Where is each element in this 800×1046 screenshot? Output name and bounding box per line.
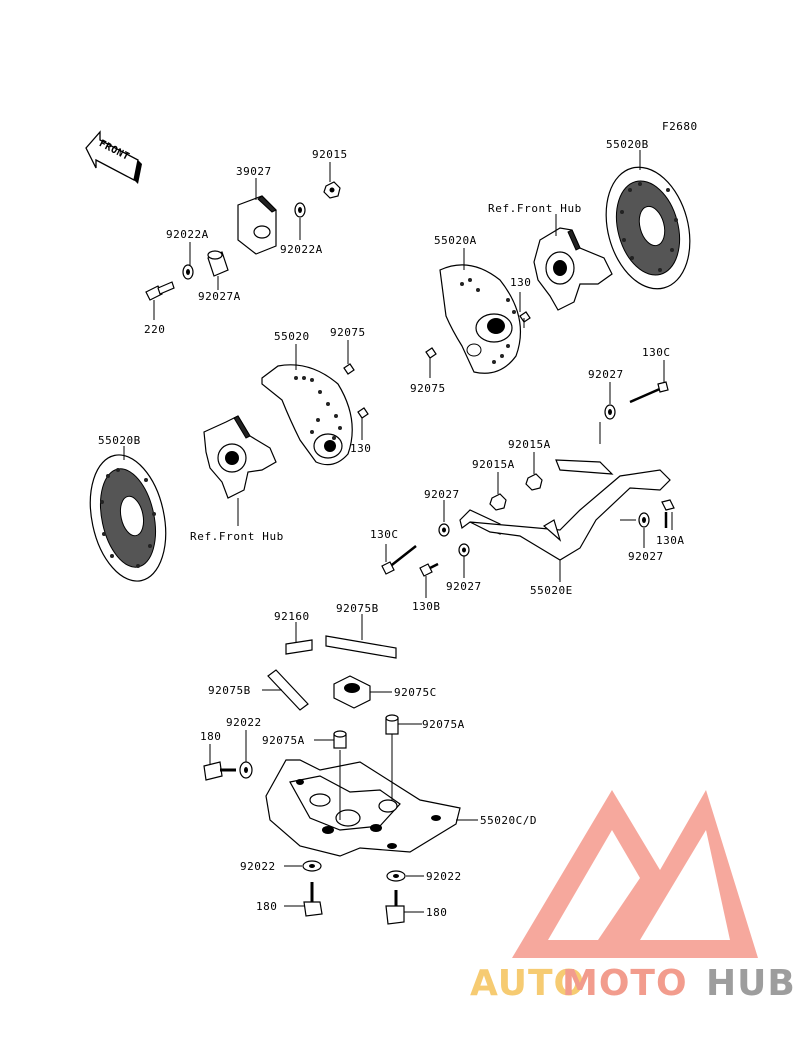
front-arrow-icon: FRONT bbox=[85, 130, 142, 184]
spacer-92075A-right bbox=[385, 714, 399, 735]
washer-92027-left bbox=[438, 523, 450, 537]
bolt-130B bbox=[419, 562, 439, 577]
label-92075A-left: 92075A bbox=[262, 734, 305, 747]
nut-92015 bbox=[323, 181, 341, 199]
label-92022-upper: 92022 bbox=[226, 716, 262, 729]
pad-92160 bbox=[285, 639, 313, 655]
washer-92027-top bbox=[604, 404, 616, 420]
label-130C-left: 130C bbox=[370, 528, 399, 541]
watermark-logo: AUTO MOTO HUB bbox=[470, 790, 796, 1004]
label-92075-mid: 92075 bbox=[330, 326, 366, 339]
label-55020E: 55020E bbox=[530, 584, 573, 597]
label-55020B-top: 55020B bbox=[606, 138, 649, 151]
label-92027A: 92027A bbox=[198, 290, 241, 303]
washer-92022-upper bbox=[239, 761, 253, 779]
label-130A: 130A bbox=[656, 534, 685, 547]
disc-cover-55020A bbox=[439, 264, 522, 374]
label-92160: 92160 bbox=[274, 610, 310, 623]
label-130-top: 130 bbox=[510, 276, 531, 289]
pad-92075B-top bbox=[325, 635, 397, 659]
label-92027-right: 92027 bbox=[628, 550, 664, 563]
disc-cover-55020 bbox=[261, 364, 353, 466]
label-92027-top: 92027 bbox=[588, 368, 624, 381]
washer-92022A-right bbox=[294, 202, 306, 218]
washer-92022A-left bbox=[182, 264, 194, 280]
label-180-bottom-left: 180 bbox=[256, 900, 277, 913]
front-hub-ref-left bbox=[203, 415, 277, 499]
label-92075B-top: 92075B bbox=[336, 602, 379, 615]
label-130C-top: 130C bbox=[642, 346, 671, 359]
collar-92027A bbox=[207, 250, 229, 277]
label-92075B-left: 92075B bbox=[208, 684, 251, 697]
label-92022A-right: 92022A bbox=[280, 243, 323, 256]
label-55020B-left: 55020B bbox=[98, 434, 141, 447]
washer-92027-right bbox=[638, 512, 650, 528]
label-92027-left: 92027 bbox=[424, 488, 460, 501]
bolt-130-top bbox=[519, 311, 531, 328]
bolt-130C-top bbox=[629, 381, 669, 404]
washer-92022-lower-left bbox=[302, 860, 322, 872]
label-92075C: 92075C bbox=[394, 686, 437, 699]
logo-triangle-inner bbox=[548, 830, 640, 940]
label-55020A: 55020A bbox=[434, 234, 477, 247]
bolt-180-bottom-right bbox=[385, 890, 405, 925]
label-92075-left: 92075 bbox=[410, 382, 446, 395]
label-39027: 39027 bbox=[236, 165, 272, 178]
bolt-130A bbox=[661, 499, 675, 528]
label-92015A-mid: 92015A bbox=[472, 458, 515, 471]
logo-text-moto: MOTO bbox=[562, 963, 688, 1004]
washer-92027-bottom bbox=[458, 543, 470, 557]
label-92022-lower-right: 92022 bbox=[426, 870, 462, 883]
bolt-220 bbox=[145, 281, 175, 301]
figure-code: F2680 bbox=[662, 120, 698, 133]
label-55020CD: 55020C/D bbox=[480, 814, 537, 827]
brake-disc-55020B-right bbox=[605, 166, 691, 290]
label-130-mid: 130 bbox=[350, 442, 371, 455]
bracket-55020E bbox=[459, 459, 671, 561]
label-ref-front-hub-top: Ref.Front Hub bbox=[488, 202, 582, 215]
logo-text-auto: AUTO bbox=[470, 963, 585, 1004]
bolt-180-left bbox=[203, 761, 236, 781]
bolt-180-bottom-left bbox=[303, 882, 323, 917]
bolt-130-mid bbox=[357, 407, 369, 419]
label-ref-front-hub-left: Ref.Front Hub bbox=[190, 530, 284, 543]
label-55020: 55020 bbox=[274, 330, 310, 343]
label-180-bottom-right: 180 bbox=[426, 906, 447, 919]
bolt-130C-left bbox=[381, 545, 417, 575]
label-220: 220 bbox=[144, 323, 165, 336]
label-92027-bottom: 92027 bbox=[446, 580, 482, 593]
label-92015: 92015 bbox=[312, 148, 348, 161]
bolt-92075-left bbox=[425, 347, 437, 359]
label-130B: 130B bbox=[412, 600, 441, 613]
label-92015A-top: 92015A bbox=[508, 438, 551, 451]
washer-92022-lower-right bbox=[386, 870, 406, 882]
pad-92075B-left bbox=[267, 669, 309, 711]
label-180-left: 180 bbox=[200, 730, 221, 743]
brake-disc-55020B-left bbox=[89, 454, 167, 582]
logo-triangle-inner-2 bbox=[640, 830, 730, 940]
bolt-92075-mid bbox=[343, 363, 355, 375]
label-92022-lower-left: 92022 bbox=[240, 860, 276, 873]
front-hub-ref-top bbox=[533, 227, 613, 311]
block-92075C bbox=[333, 675, 371, 709]
nut-92015A-mid bbox=[489, 493, 507, 511]
skid-plate-55020CD bbox=[265, 734, 461, 857]
spacer-92075A-left bbox=[333, 730, 347, 749]
nut-92015A-top bbox=[525, 473, 543, 491]
label-92022A-left: 92022A bbox=[166, 228, 209, 241]
label-92075A-right: 92075A bbox=[422, 718, 465, 731]
caliper-bracket-39027 bbox=[237, 195, 277, 255]
logo-text-hub: HUB bbox=[706, 963, 796, 1004]
